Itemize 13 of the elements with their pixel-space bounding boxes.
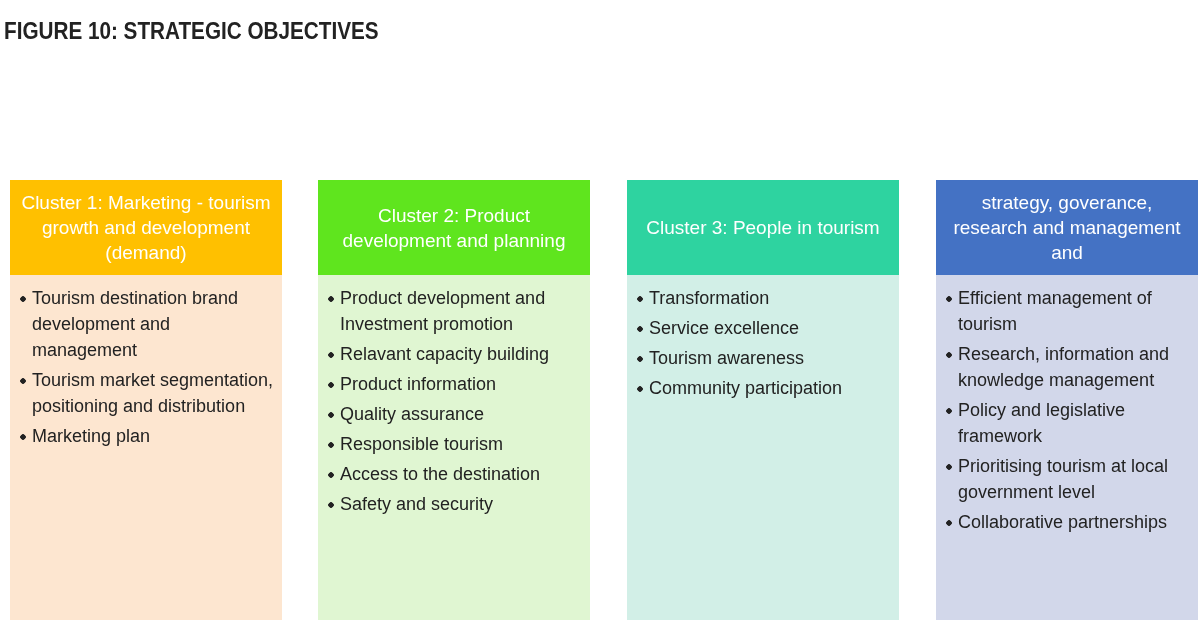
objectives-panel [627, 275, 899, 620]
cluster-header [627, 180, 899, 275]
cluster-header [936, 180, 1198, 275]
objectives-panel [318, 275, 590, 620]
cluster-title: strategy, goverance, research and management and [952, 191, 1182, 265]
cluster-header [318, 180, 590, 275]
figure-title: FIGURE 10: STRATEGIC OBJECTIVES [4, 18, 379, 45]
objectives-panel [936, 275, 1198, 620]
cluster-title: Cluster 1: Marketing - tourism growth and development (demand) [20, 191, 272, 265]
objectives-panel [10, 275, 282, 620]
cluster-title: Cluster 3: People in tourism [646, 216, 880, 240]
cluster-header [10, 180, 282, 275]
cluster-title: Cluster 2: Product development and planning [341, 203, 567, 253]
